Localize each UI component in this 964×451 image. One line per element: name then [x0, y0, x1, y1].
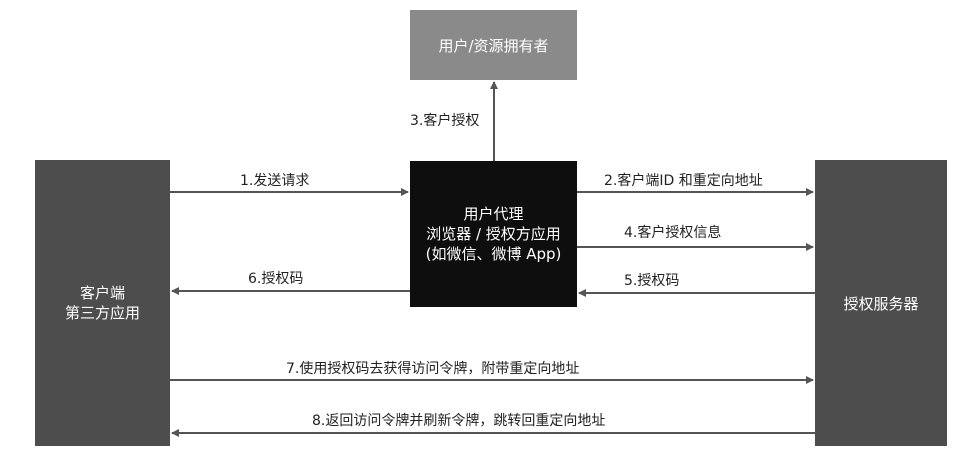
step-7-label: 7.使用授权码去获得访问令牌，附带重定向地址: [286, 361, 580, 377]
client-subtitle: 第三方应用: [64, 304, 140, 322]
auth-server-label: 授权服务器: [843, 294, 919, 313]
user-agent-subtitle: 浏览器 / 授权方应用: [426, 225, 561, 243]
step-6-label: 6.授权码: [248, 271, 304, 287]
step-8-label: 8.返回访问令牌并刷新令牌，跳转回重定向地址: [312, 413, 606, 429]
step-5-label: 5.授权码: [624, 273, 680, 289]
resource-owner-node: 用户/资源拥有者: [410, 10, 577, 80]
step-1-label: 1.发送请求: [240, 173, 310, 189]
step-3-label: 3.客户授权: [410, 113, 480, 129]
user-agent-node: 用户代理 浏览器 / 授权方应用 (如微信、微博 App): [410, 161, 577, 307]
step-4-label: 4.客户授权信息: [624, 225, 722, 241]
step-2-label: 2.客户端ID 和重定向地址: [604, 173, 763, 189]
client-title: 客户端: [79, 284, 125, 302]
client-node: 客户端 第三方应用: [35, 160, 170, 446]
resource-owner-label: 用户/资源拥有者: [438, 36, 549, 55]
user-agent-example: (如微信、微博 App): [425, 245, 562, 263]
auth-server-node: 授权服务器: [815, 160, 947, 446]
user-agent-title: 用户代理: [463, 205, 524, 223]
